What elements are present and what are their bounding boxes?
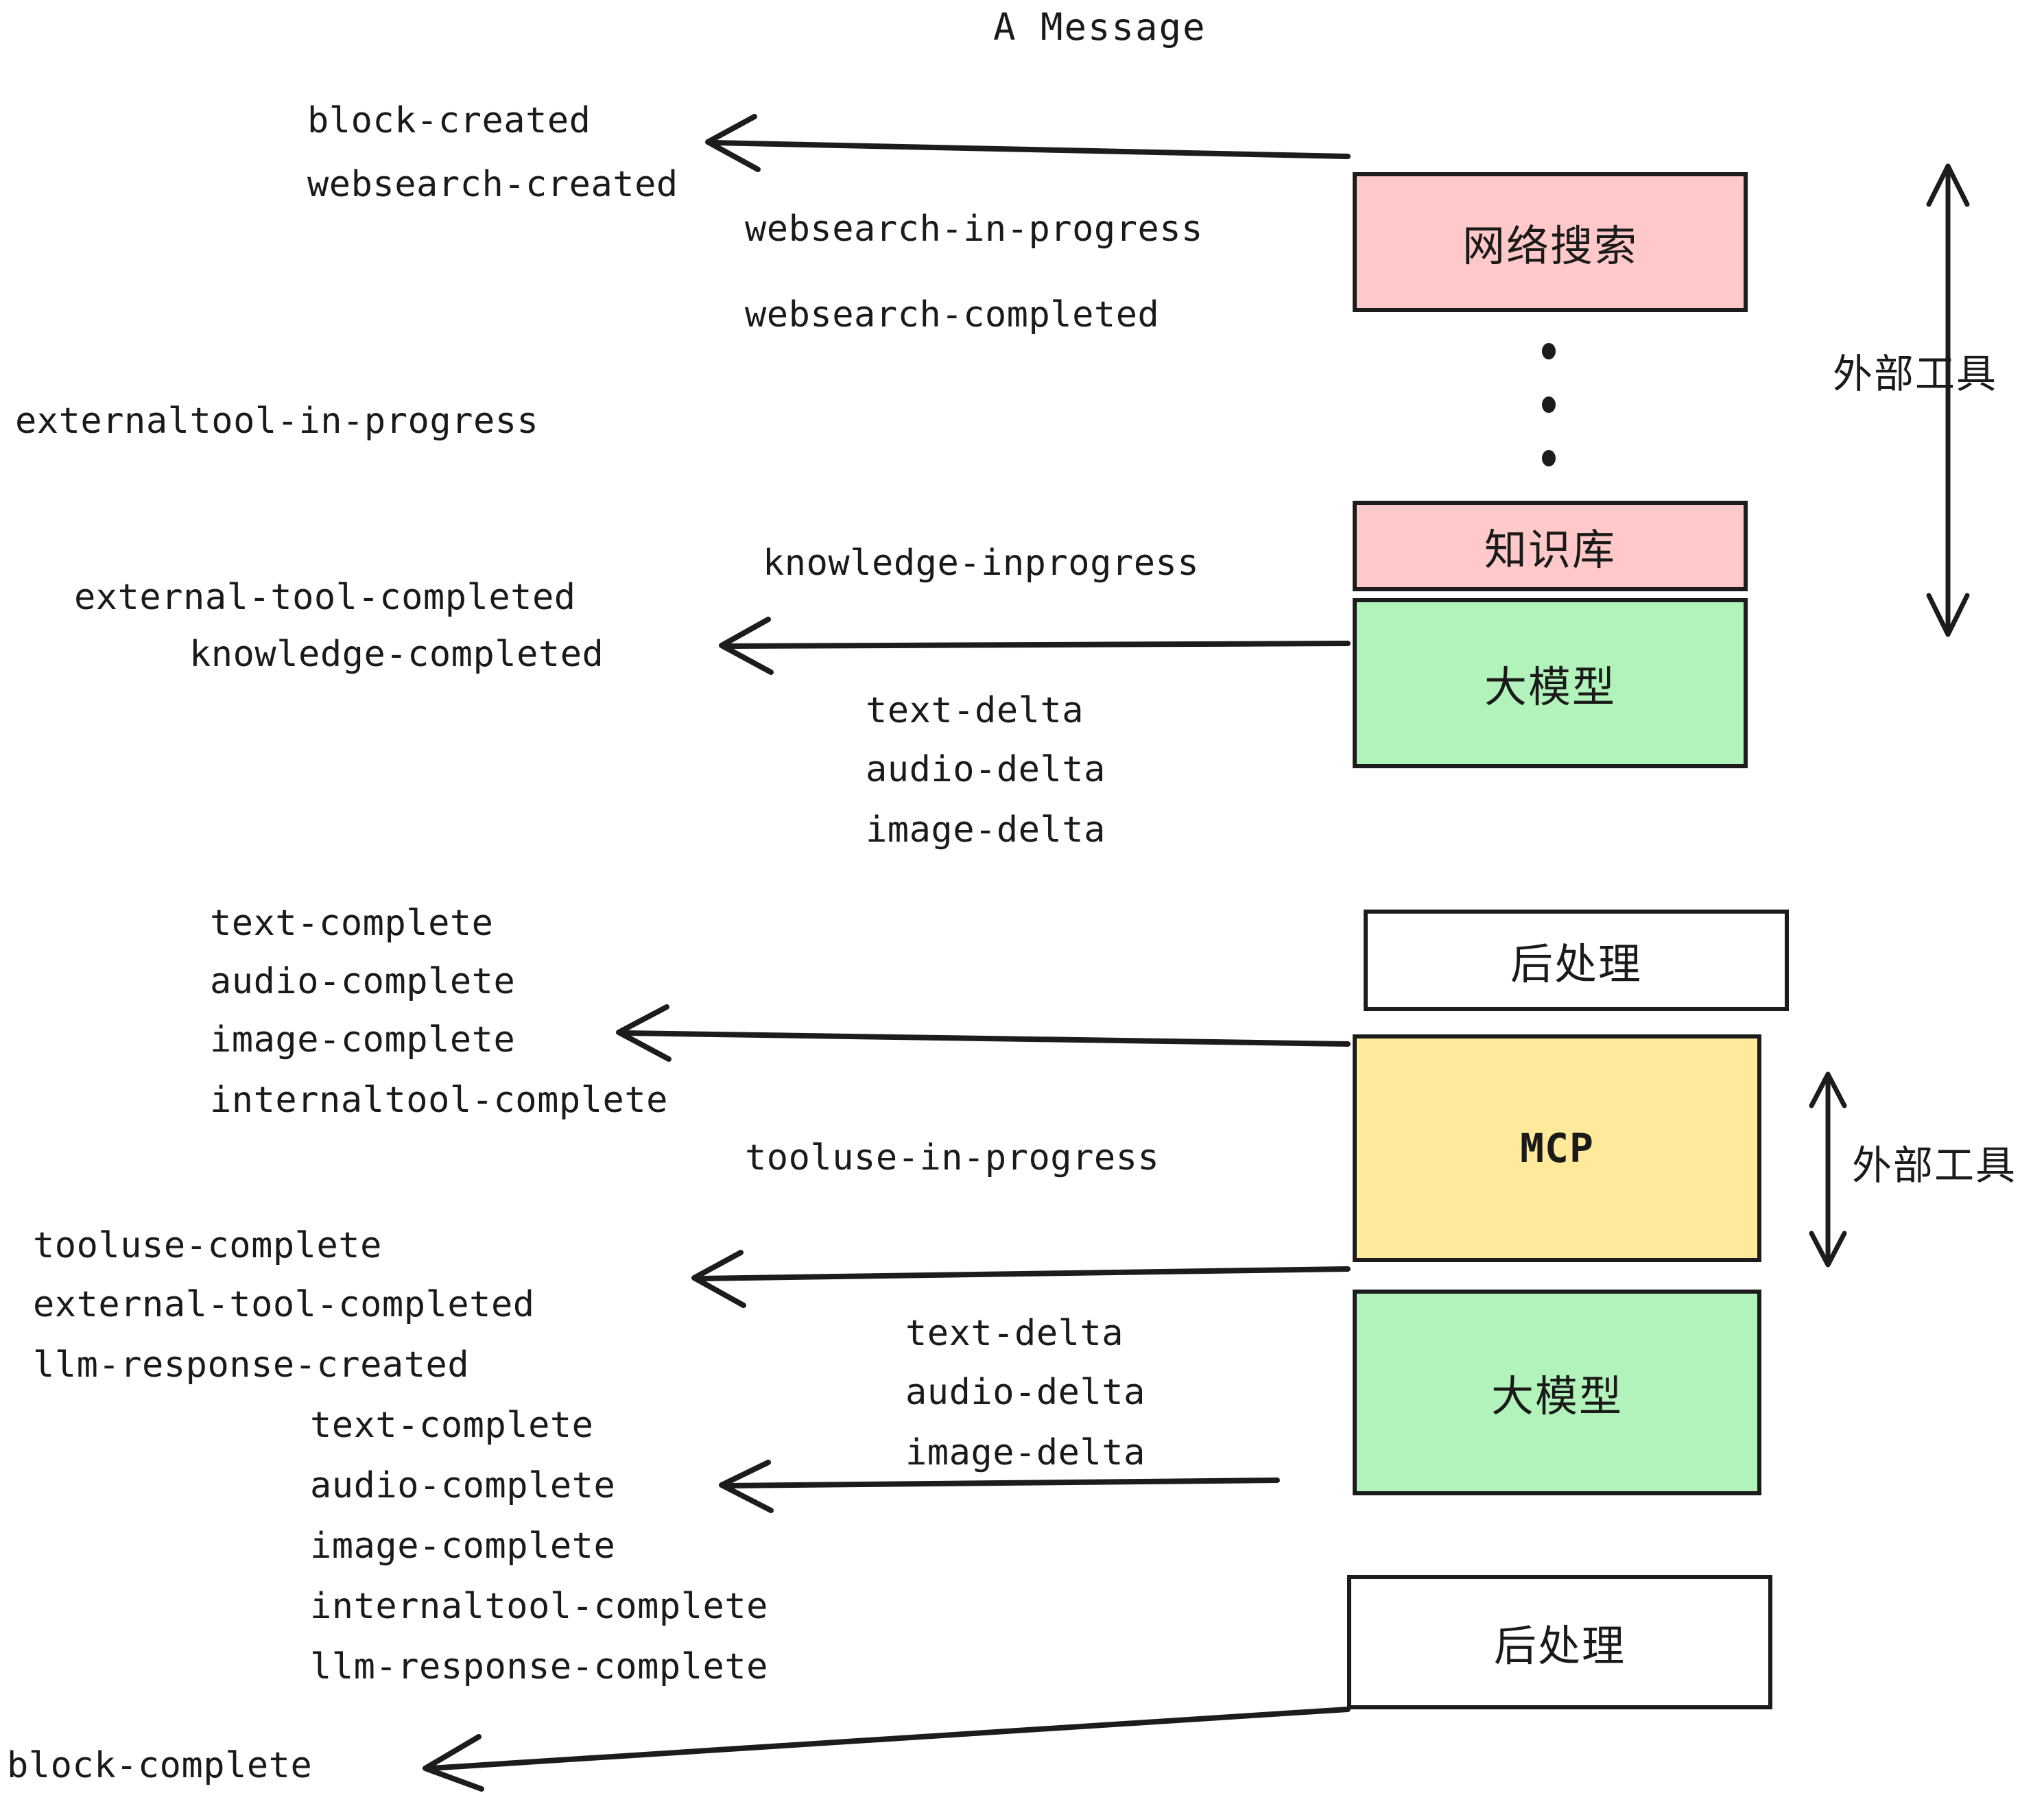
event-image-delta-2: image-delta xyxy=(905,1432,1145,1473)
event-tooluse-in-progress: tooluse-in-progress xyxy=(745,1137,1160,1178)
node-postprocess-top[interactable]: 后处理 xyxy=(1364,910,1789,1011)
label-external-tools-mcp: 外部工具 xyxy=(1852,1142,2017,1189)
node-mcp[interactable]: MCP xyxy=(1353,1034,1761,1262)
event-llm-response-complete: llm-response-complete xyxy=(310,1646,768,1687)
event-internaltool-complete-1: internaltool-complete xyxy=(210,1080,668,1121)
arrow-postprocess-to-image-complete xyxy=(616,1004,1351,1062)
event-audio-delta-1: audio-delta xyxy=(866,749,1106,790)
event-llm-response-created: llm-response-created xyxy=(33,1344,470,1386)
event-audio-delta-2: audio-delta xyxy=(905,1372,1145,1413)
event-knowledge-inprogress: knowledge-inprogress xyxy=(763,543,1200,584)
event-text-delta-1: text-delta xyxy=(866,690,1084,731)
event-block-created: block-created xyxy=(307,100,591,141)
event-text-complete-2: text-complete xyxy=(310,1405,594,1446)
event-audio-complete-2: audio-complete xyxy=(310,1465,616,1506)
event-websearch-completed: websearch-completed xyxy=(745,294,1160,335)
event-image-delta-1: image-delta xyxy=(866,809,1106,851)
node-websearch[interactable]: 网络搜索 xyxy=(1353,172,1748,312)
event-text-delta-2: text-delta xyxy=(905,1313,1124,1354)
event-tooluse-complete: tooluse-complete xyxy=(33,1225,382,1266)
label-external-tools-top: 外部工具 xyxy=(1833,351,1998,397)
node-llm-top[interactable]: 大模型 xyxy=(1353,598,1748,768)
arrow-postprocess-to-block-complete xyxy=(423,1707,1351,1792)
node-postprocess-bottom[interactable]: 后处理 xyxy=(1347,1575,1772,1709)
arrow-external-tools-mcp-range xyxy=(1809,1071,1847,1268)
node-llm-bottom[interactable]: 大模型 xyxy=(1353,1290,1761,1495)
event-image-complete-2: image-complete xyxy=(310,1526,616,1567)
event-text-complete-1: text-complete xyxy=(210,903,494,944)
ellipsis-dot xyxy=(1542,450,1556,466)
event-websearch-in-progress: websearch-in-progress xyxy=(745,209,1203,250)
arrow-knowledge-to-knowledge-completed xyxy=(719,617,1351,675)
event-external-tool-completed-2: external-tool-completed xyxy=(33,1284,535,1325)
event-knowledge-completed: knowledge-completed xyxy=(189,634,604,675)
event-externaltool-in-progress: externaltool-in-progress xyxy=(15,401,539,442)
event-audio-complete-1: audio-complete xyxy=(210,961,516,1002)
arrow-websearch-to-block-created xyxy=(705,114,1351,172)
event-internaltool-complete-2: internaltool-complete xyxy=(310,1586,768,1627)
node-knowledge-base[interactable]: 知识库 xyxy=(1353,501,1748,591)
event-image-complete-1: image-complete xyxy=(210,1019,516,1060)
diagram-title: A Message xyxy=(993,5,1207,49)
event-external-tool-completed-1: external-tool-completed xyxy=(74,577,576,618)
ellipsis-dot xyxy=(1542,343,1556,359)
event-websearch-created: websearch-created xyxy=(307,164,678,205)
arrow-external-tools-top-range xyxy=(1926,163,1970,637)
arrow-mcp-to-tooluse-complete xyxy=(691,1250,1351,1308)
ellipsis-dot xyxy=(1542,396,1556,413)
event-block-complete: block-complete xyxy=(7,1745,313,1786)
